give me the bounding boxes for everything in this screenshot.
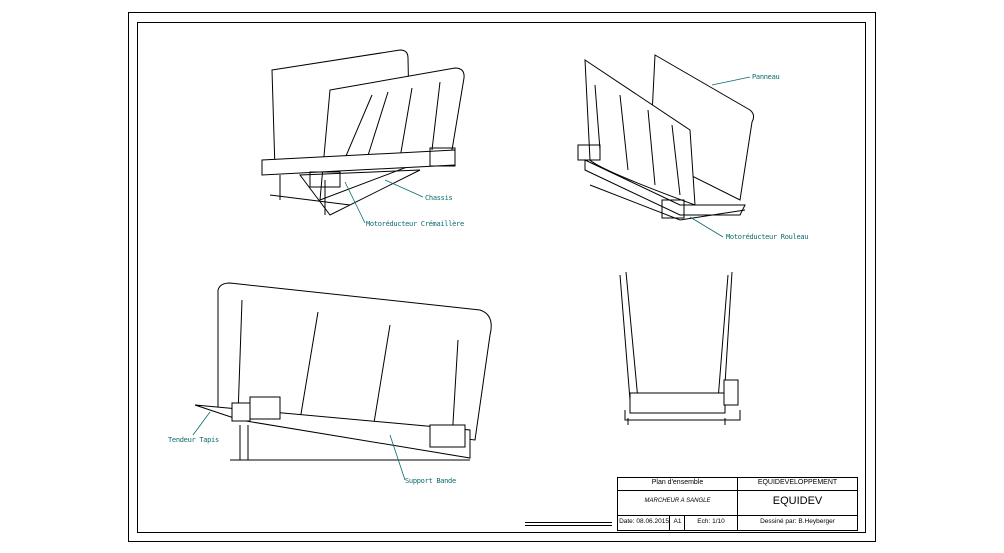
label-panel: Panneau [752,73,780,81]
scale: Ech: 1/10 [697,518,725,525]
inner-frame [137,22,866,533]
isometric-view-rear [577,54,755,221]
side-view [194,282,492,461]
leader-lines [192,76,751,481]
company-logo-text: EQUIDEV [772,495,823,507]
drawing-type: Plan d'ensemble [651,479,704,486]
title-block [525,477,858,531]
date: Date: 08.06.2015 [619,518,669,525]
front-view [619,271,741,425]
outer-frame [128,12,876,542]
label-motor-roller: Motoréducteur Rouleau [726,233,809,241]
label-motor-rack: Motoréducteur Crémaillère [366,220,464,228]
label-belt-support: Support Bande [405,477,456,485]
company-name: EQUIDEVELOPPEMENT [757,479,838,486]
label-belt-tensioner: Tendeur Tapis [168,436,219,444]
sheet-format: A1 [673,518,682,525]
isometric-view-front [261,49,465,216]
product-name: MARCHEUR A SANGLE [644,498,711,504]
drawn-by: Dessiné par: B.Heyberger [760,518,835,525]
label-chassis: Chassis [425,194,453,202]
